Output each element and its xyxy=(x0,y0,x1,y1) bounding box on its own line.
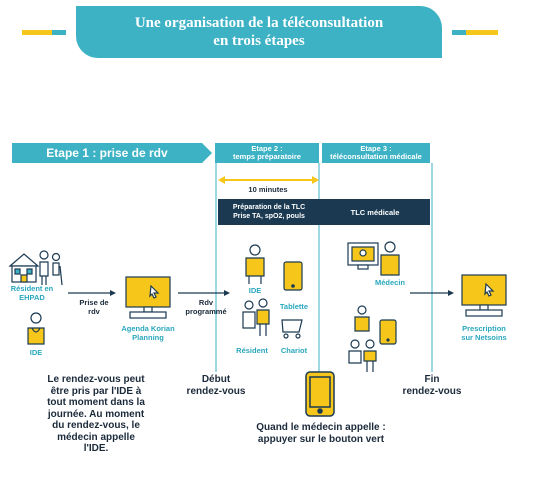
computer-agenda-icon xyxy=(125,276,171,319)
agenda-line1: Agenda Korian xyxy=(121,324,175,333)
agenda-line2: Planning xyxy=(132,333,164,342)
prep-label: Préparation de la TLC Prise TA, spO2, po… xyxy=(218,199,320,225)
step2-label: Etape 2 : temps préparatoire xyxy=(215,143,319,163)
nurse-icon-left xyxy=(27,312,45,345)
title-line-1: Une organisation de la téléconsultation xyxy=(134,15,384,31)
ide-left-label: IDE xyxy=(29,348,43,357)
title-dash-right-teal xyxy=(452,30,466,35)
prise-rdv-line1: Prise de xyxy=(79,298,109,307)
step3-label-line1: Etape 3 : xyxy=(360,143,392,153)
prescription-line1: Prescription xyxy=(462,324,506,333)
resident-person-icon xyxy=(39,250,63,286)
rdv-programme-line2: programmé xyxy=(185,307,227,316)
arrow-to-prescription-head xyxy=(448,290,454,296)
left-note-line5: du rendez-vous, le xyxy=(52,420,140,431)
title-dash-right-yellow xyxy=(466,30,498,35)
left-note-line2: être pris par l'IDE à xyxy=(50,385,142,397)
phone-icon xyxy=(305,371,335,417)
ide-mid-label: IDE xyxy=(248,286,262,295)
tablet-icon-mid xyxy=(283,261,303,291)
step1-label: Etape 1 : prise de rdv xyxy=(46,146,168,160)
step3-bar xyxy=(322,143,430,163)
title-banner: Une organisation de la téléconsultation … xyxy=(76,6,442,58)
debut-line2: rendez-vous xyxy=(186,385,246,397)
prep-label-line1: Préparation de la TLC xyxy=(232,204,306,211)
computer-prescription-icon xyxy=(461,274,507,317)
left-note-line1: Le rendez-vous peut xyxy=(47,374,145,385)
arrow-to-agenda-head xyxy=(110,290,116,296)
duration-arrow-right-head xyxy=(312,176,319,184)
resident-nurse-icon-mid xyxy=(242,298,270,336)
title-dash-left-yellow xyxy=(22,30,52,35)
tablet-icon-right xyxy=(379,319,397,345)
resident-ehpad-label: Résident en EHPAD xyxy=(2,284,62,302)
call-line2: appuyer sur le bouton vert xyxy=(257,433,385,445)
resident-ehpad-line2: EHPAD xyxy=(19,293,45,302)
call-line1: Quand le médecin appelle : xyxy=(256,422,386,433)
resident-mid-label: Résident xyxy=(236,346,268,355)
duration-label: 10 minutes xyxy=(248,185,288,194)
step2-bar xyxy=(215,143,319,163)
left-note: Le rendez-vous peut être pris par l'IDE … xyxy=(36,374,156,455)
tlc-label: TLC médicale xyxy=(350,207,400,217)
prep-bar xyxy=(218,199,320,225)
rdv-programme-label: Rdv programmé xyxy=(182,298,230,316)
debut-line1: Début xyxy=(201,374,231,385)
house-icon xyxy=(8,253,40,283)
prescription-label: Prescription sur Netsoins xyxy=(452,324,516,342)
duration-arrow-left-head xyxy=(218,176,225,184)
tlc-bar xyxy=(320,199,430,225)
fin-line1: Fin xyxy=(424,374,440,385)
left-note-line7: l'IDE. xyxy=(83,443,109,454)
call-note: Quand le médecin appelle : appuyer sur l… xyxy=(236,422,406,445)
resident-ehpad-line1: Résident en xyxy=(10,284,54,293)
chariot-label: Chariot xyxy=(280,346,308,355)
prise-rdv-label: Prise de rdv xyxy=(74,298,114,316)
title-dash-left-teal xyxy=(52,30,66,35)
prise-rdv-line2: rdv xyxy=(88,307,100,316)
title-line-2: en trois étapes xyxy=(213,33,305,49)
left-note-line3: tout moment dans la xyxy=(47,397,145,408)
medecin-label: Médecin xyxy=(374,278,405,287)
step3-label: Etape 3 : téléconsultation médicale xyxy=(322,143,430,163)
fin-note: Fin rendez-vous xyxy=(396,374,468,397)
cart-icon xyxy=(281,319,303,339)
step2-label-line1: Etape 2 : xyxy=(251,143,283,153)
nurse-icon-mid xyxy=(245,244,265,284)
arrow-to-rdv-head xyxy=(224,290,230,296)
debut-note: Début rendez-vous xyxy=(180,374,252,397)
doctor-computer-icon xyxy=(347,241,400,276)
rdv-programme-line1: Rdv xyxy=(198,298,214,307)
resident-nurse-icon-right xyxy=(348,305,377,372)
fin-line2: rendez-vous xyxy=(402,385,462,397)
agenda-label: Agenda Korian Planning xyxy=(112,324,184,342)
tablette-label: Tablette xyxy=(279,302,309,311)
step1-bar xyxy=(12,143,212,163)
step3-label-line2: téléconsultation médicale xyxy=(330,152,422,161)
step2-label-line2: temps préparatoire xyxy=(233,152,301,161)
left-note-line4: journée. Au moment xyxy=(47,408,145,420)
left-note-line6: médecin appelle xyxy=(57,431,135,443)
prescription-line2: sur Netsoins xyxy=(461,333,507,342)
prep-label-line2: Prise TA, spO2, pouls xyxy=(233,213,305,220)
